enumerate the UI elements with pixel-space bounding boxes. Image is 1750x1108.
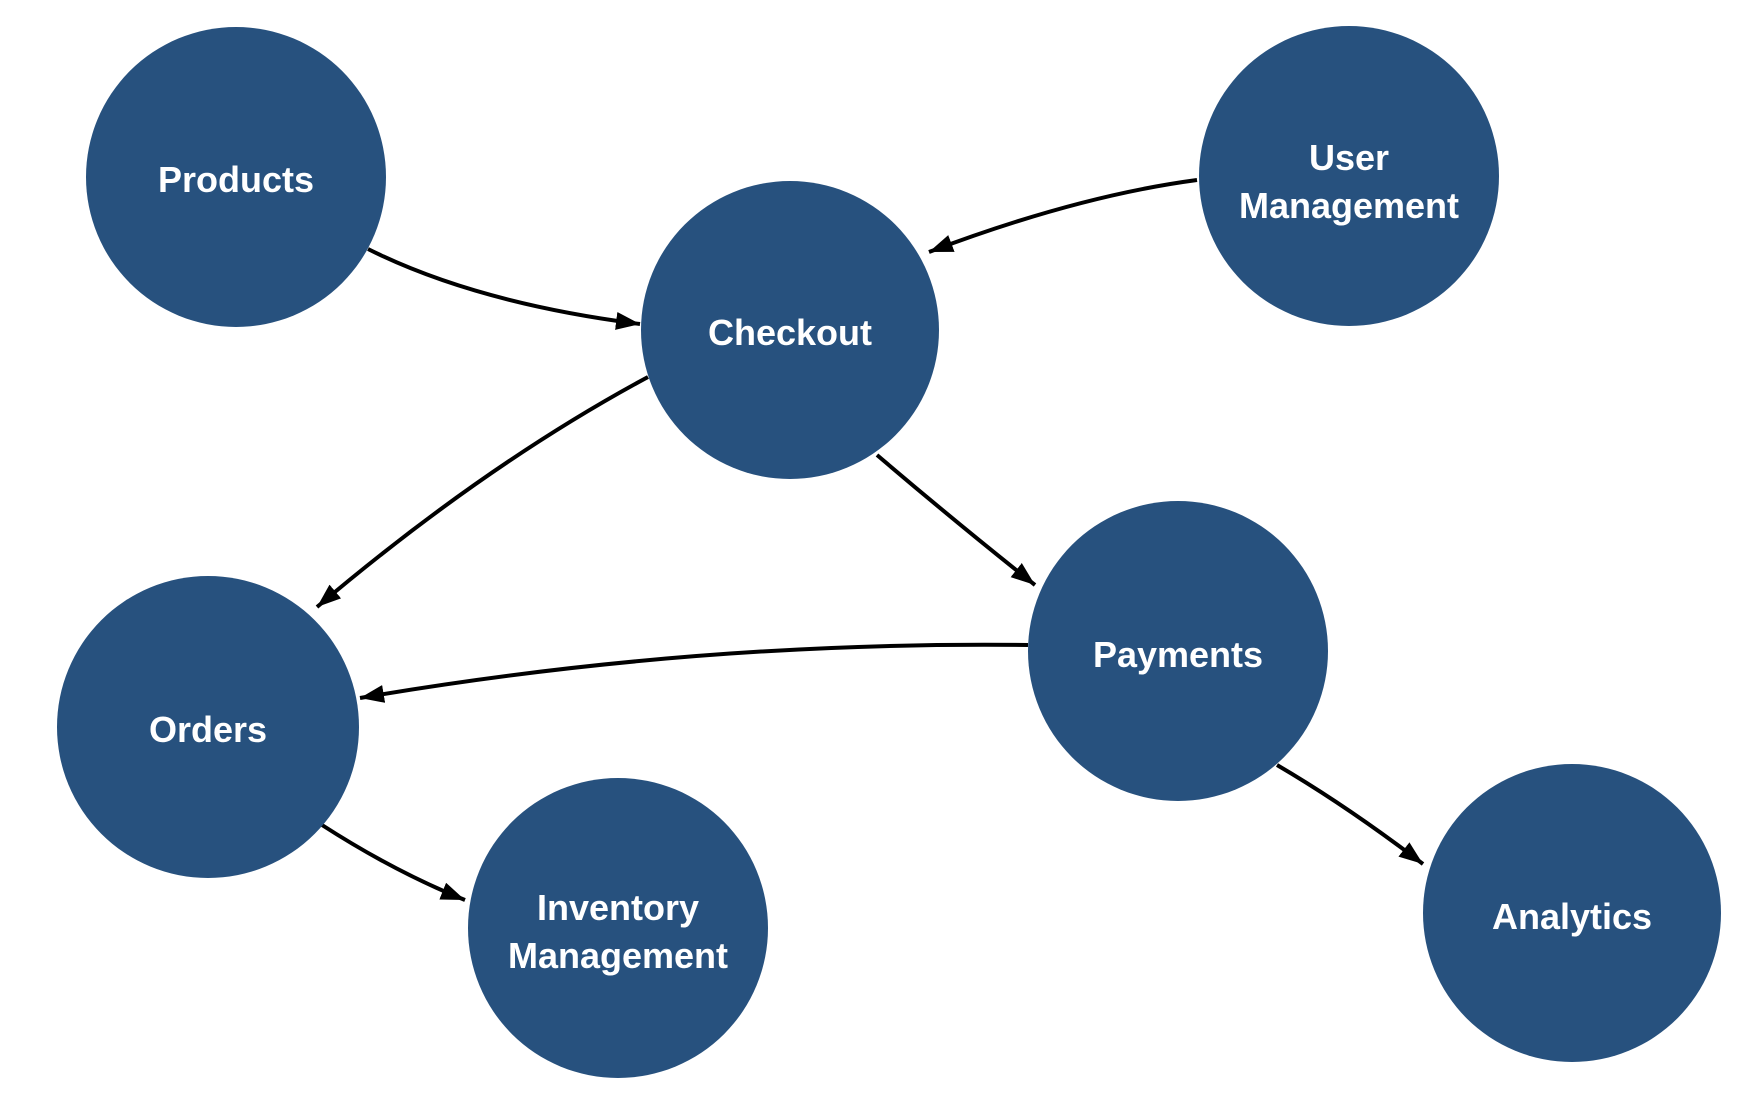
node-orders: Orders: [57, 576, 359, 878]
node-analytics-label: Analytics: [1492, 896, 1652, 937]
edge-products-to-checkout: [367, 247, 641, 330]
node-inventory-management-circle: [468, 778, 768, 1078]
node-orders-circle: [57, 576, 359, 878]
node-analytics: Analytics: [1423, 764, 1721, 1062]
node-products-label: Products: [158, 159, 314, 200]
edges: [315, 178, 1425, 902]
edge-payments-to-analytics: [1275, 763, 1425, 866]
edge-orders-to-inventory-management: [320, 823, 466, 902]
edge-checkout-to-payments: [875, 453, 1037, 587]
node-payments: Payments: [1028, 501, 1328, 801]
node-inventory-management: Inventory Management: [468, 778, 768, 1078]
node-checkout: Checkout: [641, 181, 939, 479]
node-checkout-circle: [641, 181, 939, 479]
node-analytics-circle: [1423, 764, 1721, 1062]
edge-checkout-to-orders: [315, 375, 649, 609]
node-user-management-label-line1: User: [1309, 137, 1389, 178]
node-products-circle: [86, 27, 386, 327]
node-payments-label: Payments: [1093, 634, 1263, 675]
node-inventory-management-label-line1: Inventory: [537, 887, 699, 928]
node-user-management: User Management: [1199, 26, 1499, 326]
edge-user-management-to-checkout: [928, 178, 1198, 254]
node-orders-label: Orders: [149, 709, 267, 750]
node-payments-circle: [1028, 501, 1328, 801]
nodes: Products Checkout User Management Orders…: [57, 26, 1721, 1078]
edge-payments-to-orders: [359, 642, 1029, 703]
node-user-management-label-line2: Management: [1239, 185, 1459, 226]
node-inventory-management-label-line2: Management: [508, 935, 728, 976]
node-products: Products: [86, 27, 386, 327]
node-checkout-label: Checkout: [708, 312, 872, 353]
node-user-management-circle: [1199, 26, 1499, 326]
